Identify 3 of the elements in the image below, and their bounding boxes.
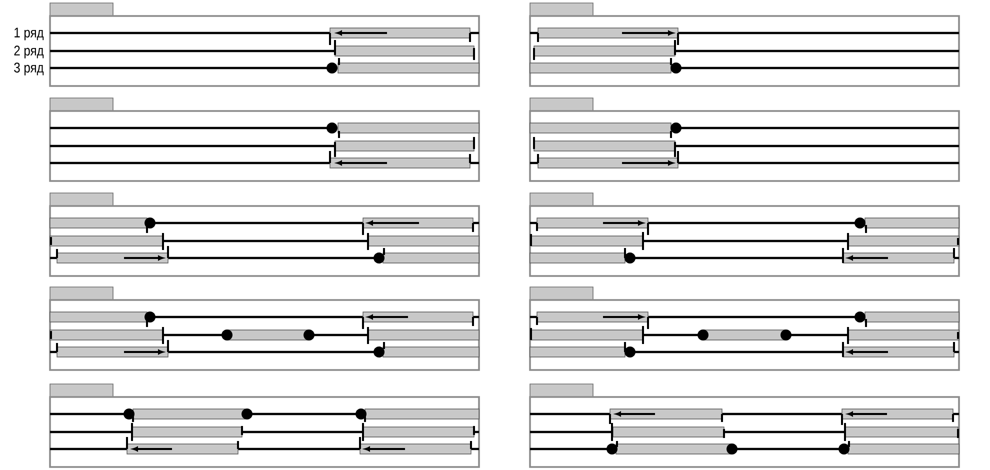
row-label: 3 ряд bbox=[14, 62, 44, 76]
row-label: 1 ряд bbox=[14, 28, 44, 40]
row-label: 2 ряд bbox=[14, 46, 44, 58]
